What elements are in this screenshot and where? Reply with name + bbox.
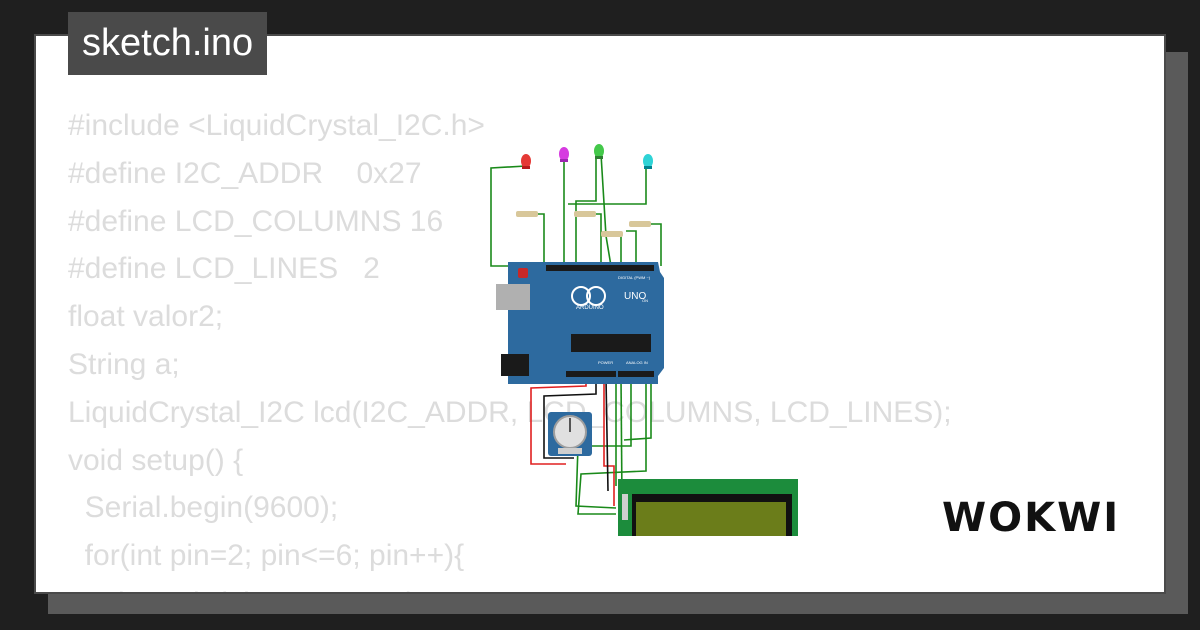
code-line: Serial.begin(9600); xyxy=(68,491,339,525)
code-line: pinMode(pin, OUTPUT); xyxy=(68,580,952,592)
code-line: float valor2; xyxy=(68,300,224,334)
code-line: #define LCD_COLUMNS 16 xyxy=(68,204,444,238)
arduino-uno-icon: UNO ARDUINO DIGITAL (PWM ~) ANALOG IN PO… xyxy=(496,262,664,384)
green-led xyxy=(594,144,604,159)
code-line: void setup() { xyxy=(68,443,244,477)
cyan-led xyxy=(643,154,653,169)
board-model-label: UNO xyxy=(624,291,646,302)
board-analog-label: ANALOG IN xyxy=(626,360,648,365)
code-line: #define LCD_LINES 2 xyxy=(68,252,380,286)
potentiometer-icon xyxy=(548,412,592,456)
code-line: #define I2C_ADDR 0x27 xyxy=(68,156,422,190)
wokwi-logo: WOKWI xyxy=(942,495,1120,541)
preview-card: #include <LiquidCrystal_I2C.h> #define I2… xyxy=(34,34,1166,594)
code-line: for(int pin=2; pin<=6; pin++){ xyxy=(68,539,465,573)
board-maker-label: ARDUINO xyxy=(576,305,604,311)
page-title: sketch.ino xyxy=(68,12,268,75)
board-on-label: ON xyxy=(642,298,648,303)
circuit-diagram: UNO ARDUINO DIGITAL (PWM ~) ANALOG IN PO… xyxy=(490,144,798,536)
black-wires xyxy=(543,377,609,492)
red-led xyxy=(521,154,531,169)
lcd-1602-icon xyxy=(618,479,798,536)
board-digital-label: DIGITAL (PWM ~) xyxy=(618,275,651,280)
brand-label: WOKWI xyxy=(942,495,1120,541)
resistors xyxy=(516,211,651,237)
code-line: String a; xyxy=(68,347,180,381)
magenta-led xyxy=(559,147,569,162)
code-block: #include <LiquidCrystal_I2C.h> #define I2… xyxy=(68,102,952,592)
board-power-label: POWER xyxy=(598,360,613,365)
code-line: #include <LiquidCrystal_I2C.h> xyxy=(68,109,485,142)
